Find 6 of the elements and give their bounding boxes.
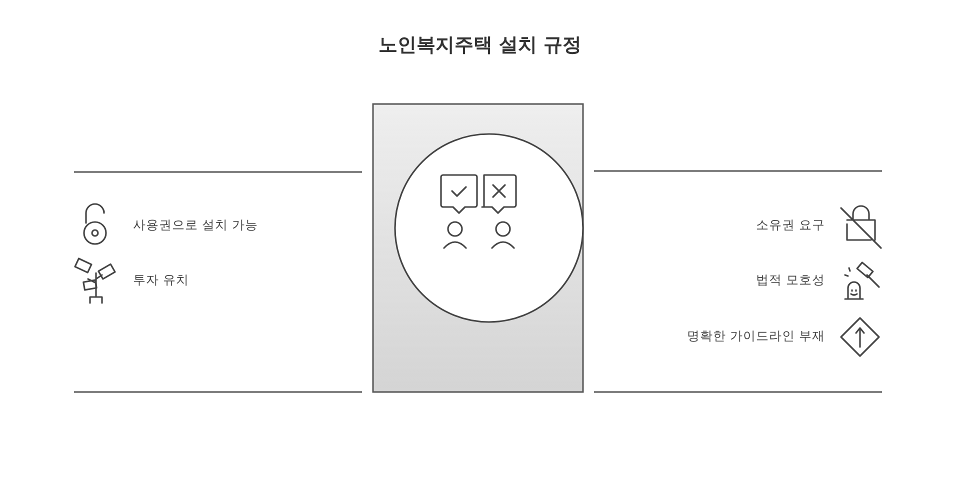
item-label: 소유권 요구 xyxy=(756,217,825,233)
item-label: 사용권으로 설치 가능 xyxy=(133,217,258,233)
diagram-title: 노인복지주택 설치 규정 xyxy=(377,33,583,58)
item-label: 투자 유치 xyxy=(133,272,189,288)
item-label: 법적 모호성 xyxy=(756,272,825,288)
item-label: 명확한 가이드라인 부재 xyxy=(687,328,825,344)
